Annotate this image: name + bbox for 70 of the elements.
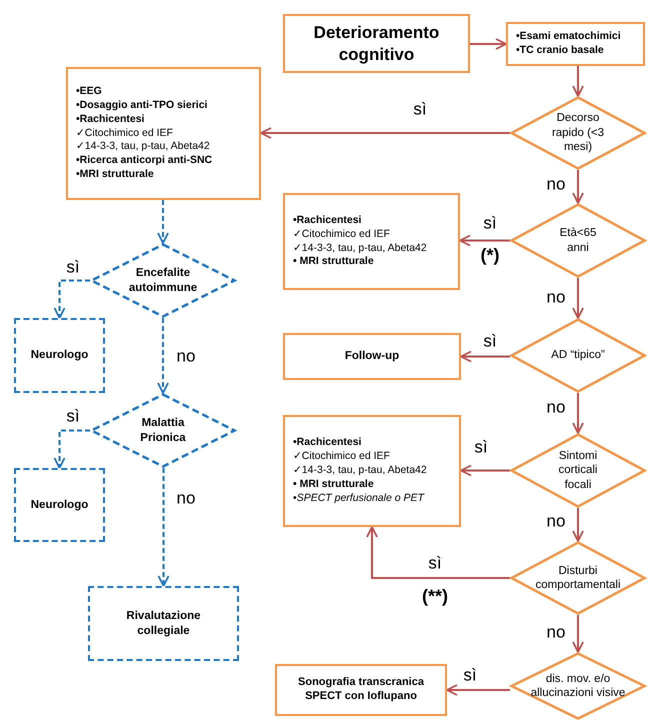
- footnote-mark: (*): [480, 246, 500, 266]
- list-item: •Ricerca anticorpi anti-SNC: [76, 154, 212, 168]
- list-item: ✓14-3-3, tau, p-tau, Abeta42: [293, 242, 427, 256]
- checklist-box: [506, 22, 645, 66]
- list-item: ✓Citochimico ed IEF: [293, 228, 390, 242]
- diamond-label: Età<65 anni: [558, 226, 598, 255]
- decision-diamond: [90, 393, 236, 468]
- process-box: [283, 14, 470, 73]
- box-label: Deterioramento cognitivo: [312, 22, 440, 65]
- arrow: [572, 278, 584, 319]
- diamond-label: Decorso rapido (<3 mesi): [550, 111, 606, 155]
- list-item: •EEG: [76, 84, 102, 99]
- diamond-label: Sintomi corticali focali: [558, 448, 598, 492]
- process-box: [275, 664, 447, 716]
- arrow: [260, 127, 510, 139]
- list-item: •Dosaggio anti-TPO sierici: [76, 98, 208, 113]
- list-item: • MRI strutturale: [293, 255, 374, 270]
- diamond-label: dis. mov. e/o allucinazioni visive: [530, 672, 626, 700]
- list-item: •Rachicentesi: [76, 112, 144, 127]
- checklist-box: [283, 193, 460, 290]
- box-label: Sonografia transcranica SPECT con Ioflupano: [297, 676, 425, 704]
- box-label: Rivalutazione collegiale: [125, 609, 202, 638]
- arrow: [572, 170, 584, 204]
- list-item: • MRI strutturale: [293, 478, 374, 492]
- decision-diamond: [510, 318, 646, 393]
- arrow: [157, 200, 169, 244]
- arrow: [572, 508, 584, 542]
- arrow: [459, 234, 510, 246]
- arrow: [460, 350, 510, 362]
- list-item: •Rachicentesi: [293, 436, 362, 450]
- list-item: •SPECT perfusionale o PET: [293, 492, 424, 506]
- list-item: •MRI strutturale: [76, 168, 154, 182]
- arrow: [470, 38, 507, 50]
- arrow: [54, 280, 90, 319]
- list-item: ✓Citochimico ed IEF: [293, 450, 390, 464]
- arrow: [158, 468, 170, 587]
- decision-diamond: [510, 433, 646, 508]
- diamond-label: Encefalite autoimmune: [128, 266, 198, 295]
- arrow: [446, 684, 510, 696]
- decision-diamond: [510, 541, 646, 615]
- checklist-box: [66, 67, 261, 200]
- arrow: [460, 464, 510, 476]
- footnote-mark: (**): [422, 587, 448, 607]
- arrow: [572, 615, 584, 653]
- list-item: •Rachicentesi: [293, 214, 362, 228]
- diamond-label: AD “tipico”: [550, 348, 606, 363]
- dashed-process-box: [14, 318, 105, 393]
- dashed-process-box: [88, 586, 239, 661]
- list-item: ✓14-3-3, tau, p-tau, Abeta42: [293, 464, 427, 478]
- list-item: •TC cranio basale: [516, 44, 604, 58]
- arrow: [157, 318, 169, 394]
- decision-diamond: [510, 203, 646, 278]
- box-label: Follow-up: [344, 349, 400, 364]
- decision-diamond: [510, 96, 646, 170]
- checklist-box: [283, 415, 461, 527]
- decision-diamond: [510, 652, 646, 720]
- diamond-label: Disturbi comportamentali: [534, 564, 622, 592]
- list-item: •Esami ematochimici: [516, 30, 621, 44]
- diamond-label: Malattia Prionica: [139, 416, 187, 445]
- arrow: [54, 430, 90, 469]
- arrow: [366, 526, 510, 579]
- decision-diamond: [90, 243, 236, 318]
- box-label: Neurologo: [30, 498, 88, 512]
- list-item: ✓Citochimico ed IEF: [76, 126, 173, 140]
- process-box: [283, 333, 461, 380]
- box-label: Neurologo: [30, 348, 88, 363]
- arrow: [572, 66, 584, 97]
- arrow: [572, 393, 584, 434]
- dashed-process-box: [14, 468, 105, 542]
- list-item: ✓14-3-3, tau, p-tau, Abeta42: [76, 140, 210, 154]
